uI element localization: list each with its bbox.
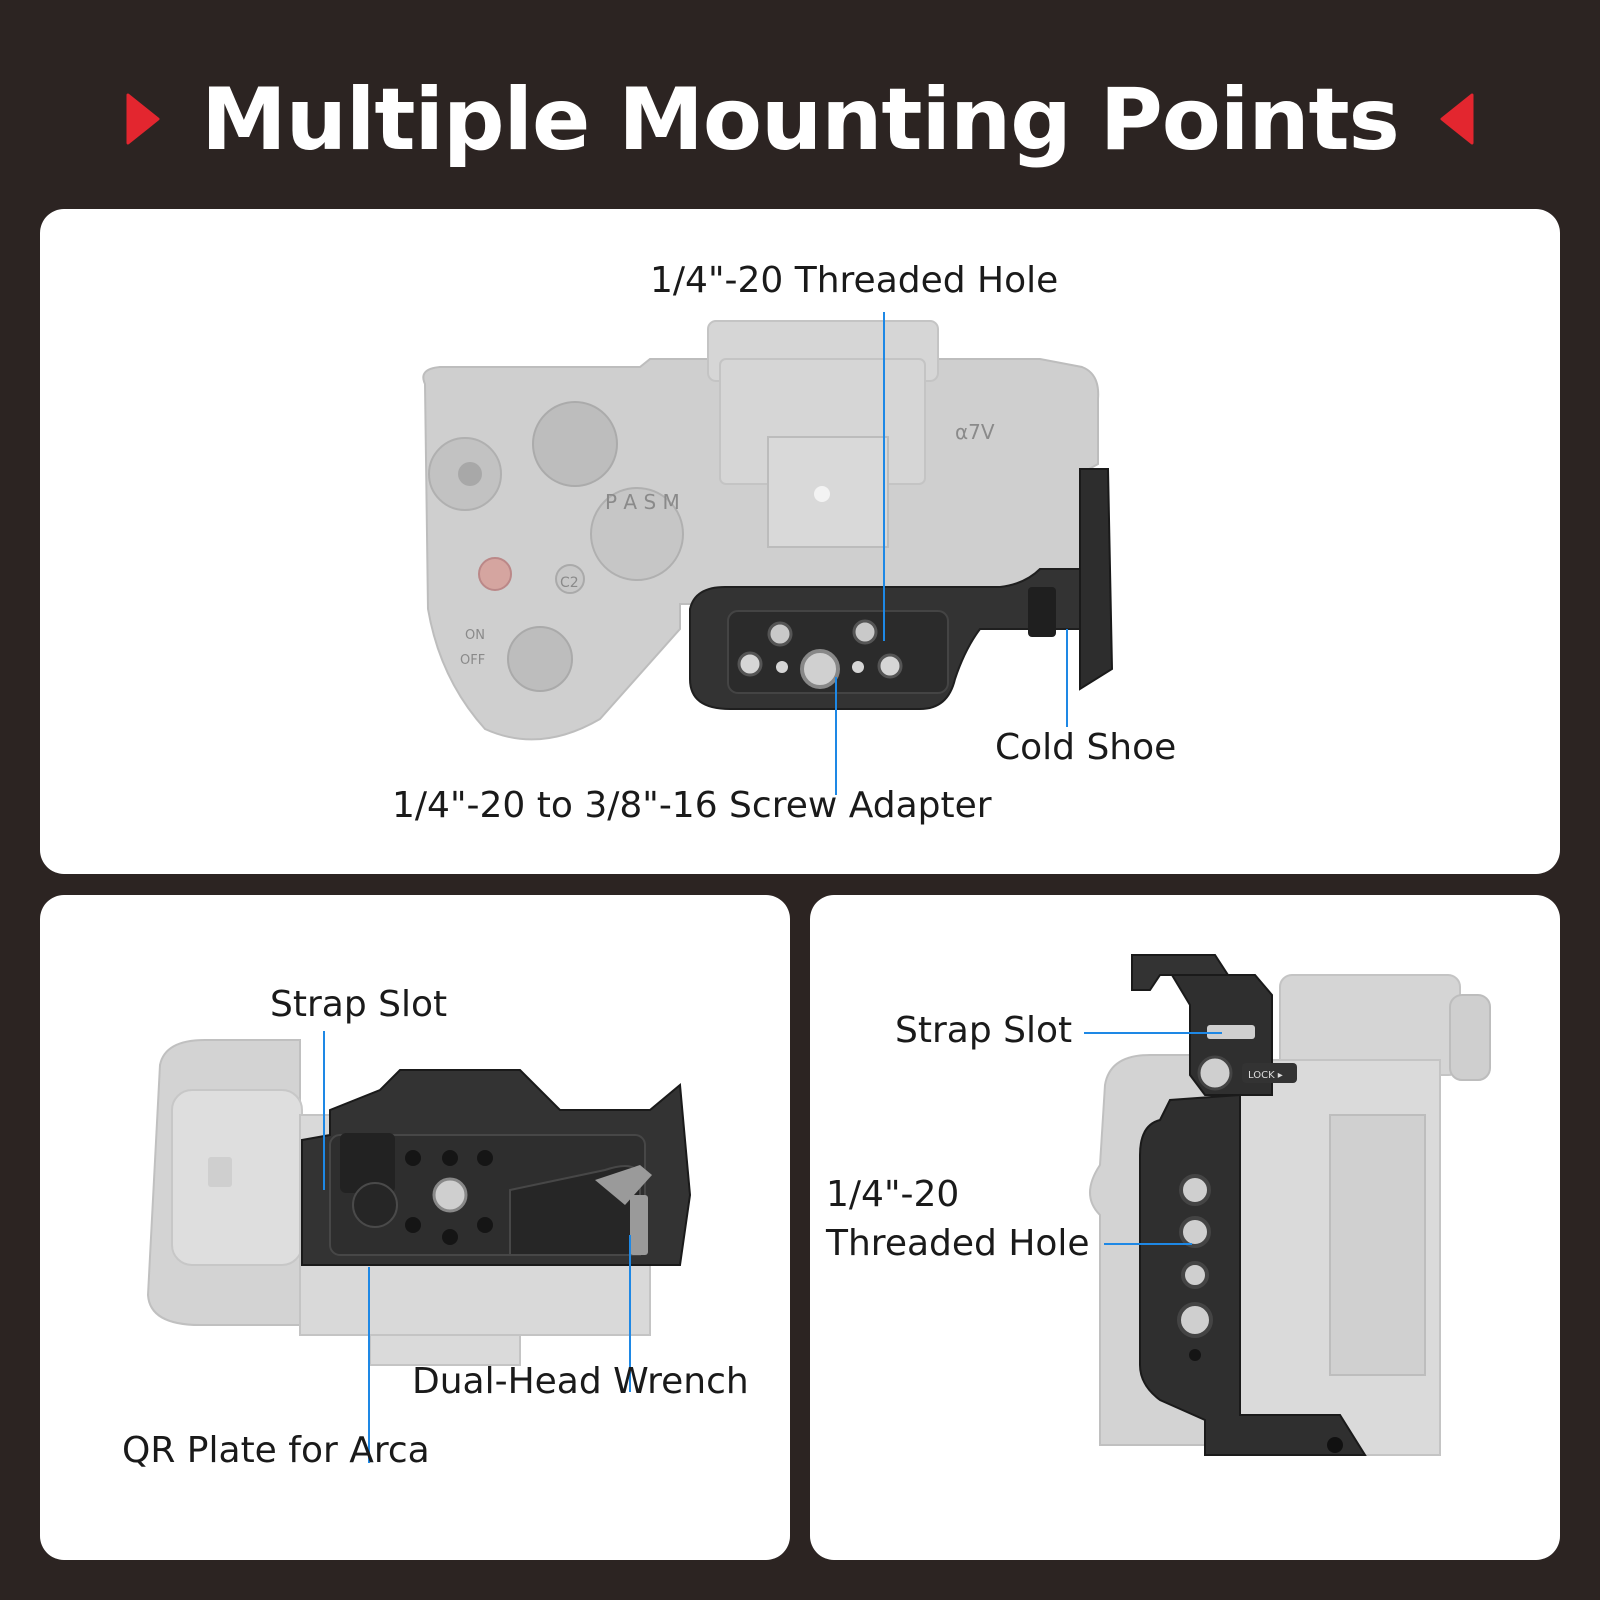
cage-side: LOCK ▸ xyxy=(1131,954,1367,1456)
c2-marking: C2 xyxy=(560,575,579,591)
hot-shoe-contact xyxy=(814,486,830,502)
model-marking: α7V xyxy=(955,420,995,444)
side-view-illustration: LOCK ▸ xyxy=(1089,954,1491,1456)
power-off-marking: OFF xyxy=(460,653,485,668)
rear-dial xyxy=(532,401,618,487)
cold-shoe-top xyxy=(1131,954,1230,991)
bottom-right-leader-lines xyxy=(1084,1032,1222,1245)
cold-shoe-graphic xyxy=(1028,587,1056,637)
title-bar: Multiple Mounting Points xyxy=(0,60,1600,180)
top-view-panel: P A S M C2 ON OFF α7V 1/4"-20 Threaded H… xyxy=(40,209,1560,874)
record-button xyxy=(478,557,512,591)
threaded-hole-label-side-line1: 1/4"-20 xyxy=(826,1174,960,1215)
mode-dial xyxy=(590,487,684,581)
eyecup xyxy=(1449,994,1491,1081)
cold-shoe-label: Cold Shoe xyxy=(995,727,1177,768)
left-pointing-triangle-icon xyxy=(1440,93,1474,145)
strap-slot-graphic xyxy=(340,1133,395,1193)
cage-plate-bottom xyxy=(301,1069,692,1266)
bottom-view-panel: Strap Slot Dual-Head Wrench QR Plate for… xyxy=(40,895,790,1560)
screw-adapter-label: 1/4"-20 to 3/8"-16 Screw Adapter xyxy=(392,785,992,826)
page-title: Multiple Mounting Points xyxy=(201,70,1400,170)
strap-slot-graphic xyxy=(1207,1025,1255,1039)
top-view-illustration: P A S M C2 ON OFF α7V xyxy=(422,320,1114,741)
c2-button xyxy=(555,564,585,594)
side-view-panel: LOCK ▸ Strap Slot 1/4"-20 Threaded Hole xyxy=(810,895,1560,1560)
threaded-hole-label-side-line2: Threaded Hole xyxy=(826,1223,1090,1264)
wrench-graphic xyxy=(595,1165,652,1205)
wrench-label: Dual-Head Wrench xyxy=(412,1361,749,1402)
qr-plate-label: QR Plate for Arca xyxy=(122,1430,430,1471)
lock-marking: LOCK ▸ xyxy=(1248,1070,1283,1081)
bottom-view-illustration xyxy=(146,1039,692,1366)
mode-dial-marking: P A S M xyxy=(605,490,680,514)
top-leader-lines xyxy=(835,312,1068,795)
screw-adapter-graphic xyxy=(800,649,840,689)
power-switch xyxy=(507,626,573,692)
right-pointing-triangle-icon xyxy=(126,93,160,145)
threaded-hole-label: 1/4"-20 Threaded Hole xyxy=(650,260,1059,301)
bottom-left-leader-lines xyxy=(323,1031,631,1463)
strap-slot-label: Strap Slot xyxy=(270,984,448,1025)
strap-slot-label-side: Strap Slot xyxy=(895,1010,1073,1051)
power-on-marking: ON xyxy=(465,628,485,643)
